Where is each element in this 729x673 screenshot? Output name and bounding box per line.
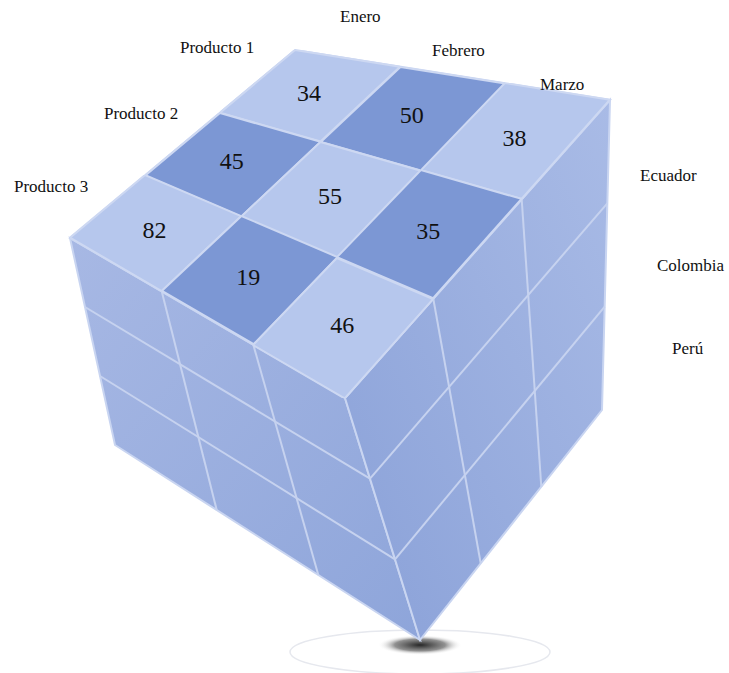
axis-label: Ecuador: [640, 167, 697, 184]
cell-value: 50: [400, 103, 424, 127]
cell-value: 82: [142, 218, 166, 242]
axis-label: Febrero: [432, 42, 485, 59]
cell-value: 55: [318, 184, 342, 208]
cell-value: 34: [297, 81, 321, 105]
cell-shape: [253, 258, 433, 398]
axis-label: Producto 3: [14, 178, 88, 195]
axis-label: Colombia: [657, 257, 724, 274]
axis-label: Producto 2: [104, 105, 178, 122]
cell-value: 38: [502, 126, 526, 150]
axis-label: Enero: [340, 8, 381, 25]
cell-value: 35: [416, 219, 440, 243]
cube-cell: 46: [253, 258, 433, 398]
axis-label: Producto 1: [180, 39, 254, 56]
top-face: [70, 50, 610, 398]
cell-value: 45: [220, 149, 244, 173]
axis-label: Perú: [672, 340, 703, 357]
cell-value: 19: [236, 265, 260, 289]
axis-label: Marzo: [540, 76, 584, 93]
cell-value: 46: [330, 313, 354, 337]
